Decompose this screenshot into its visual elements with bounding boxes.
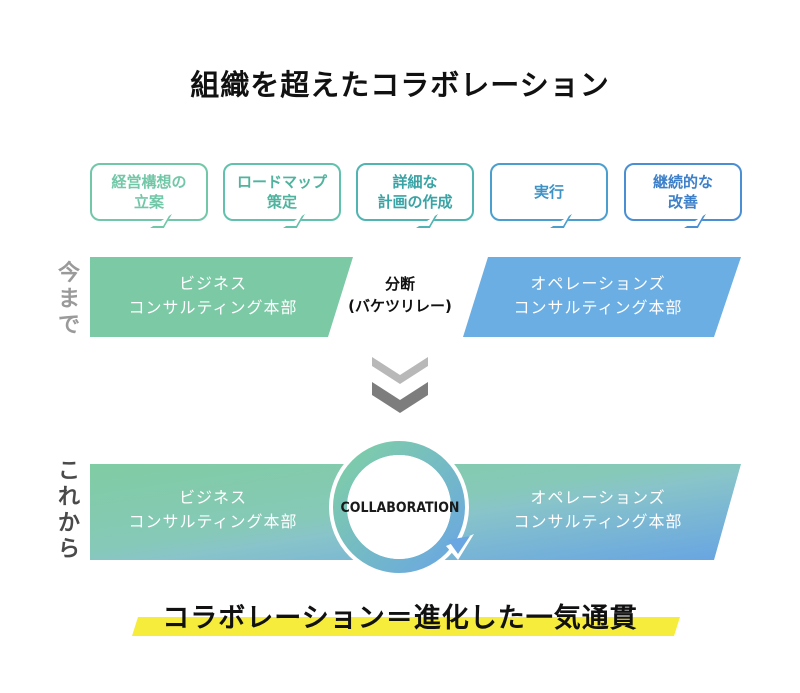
bottom-title: コラボレーション＝進化した一気通貫: [162, 603, 638, 634]
bubble-management-plan: 経営構想の 立案: [90, 163, 208, 221]
current-business-band: [90, 257, 353, 337]
ring-tail-icon: [448, 536, 470, 554]
bubble-continuous-improvement: 継続的な 改善: [624, 163, 742, 221]
side-label-future: これから: [57, 459, 80, 562]
page-title: 組織を超えたコラボレーション: [190, 68, 610, 102]
side-label-current: 今まで: [57, 261, 80, 338]
highlight-underline: [132, 617, 680, 636]
bubble-detailed-plan: 詳細な 計画の作成: [356, 163, 474, 221]
current-business-label: ビジネス コンサルティング本部: [128, 274, 298, 317]
future-operations-label: オペレーションズ コンサルティング本部: [513, 488, 683, 531]
bubble-label: ロードマップ 策定: [236, 173, 327, 211]
disconnect-label: 分断 (バケツリレー): [348, 275, 452, 315]
bubble-execution: 実行: [490, 163, 608, 221]
chevron-down-icon: [372, 357, 428, 384]
collaboration-label: COLLABORATION: [340, 500, 460, 516]
bubble-label: 実行: [533, 183, 564, 201]
bubble-roadmap: ロードマップ 策定: [223, 163, 341, 221]
bubble-label: 経営構想の 立案: [111, 173, 187, 211]
bubble-label: 詳細な 計画の作成: [377, 173, 453, 211]
bubble-label: 継続的な 改善: [652, 173, 713, 211]
current-operations-label: オペレーションズ コンサルティング本部: [513, 274, 683, 317]
chevron-down-icon: [372, 382, 428, 413]
future-business-label: ビジネス コンサルティング本部: [128, 488, 298, 531]
collaboration-ring-icon: [333, 441, 465, 573]
current-operations-band: [463, 257, 741, 337]
